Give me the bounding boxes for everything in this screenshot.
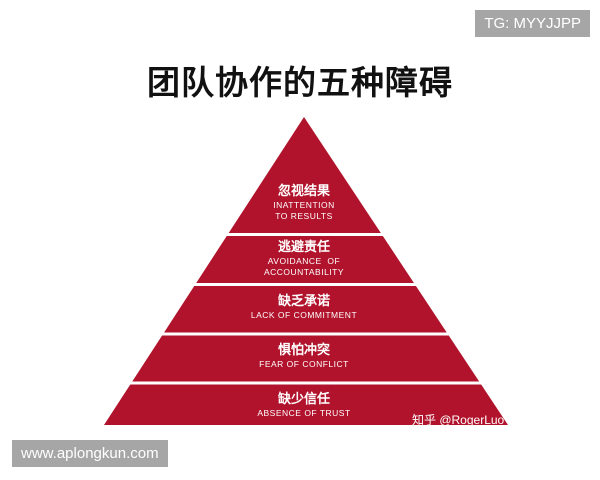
layer-cn-label: 逃避责任 — [277, 240, 330, 255]
pyramid-shape — [104, 117, 508, 425]
watermark-top: TG: MYYJJPP — [475, 10, 590, 37]
layer-cn-label: 缺乏承诺 — [277, 294, 330, 309]
layer-fear-of-conflict: 惧怕冲突 FEAR OF CONFLICT — [154, 343, 454, 370]
layer-absence-of-trust: 缺少信任 ABSENCE OF TRUST — [154, 392, 454, 419]
credit-watermark: 知乎 @RogerLuo — [412, 413, 505, 427]
watermark-bottom: www.aplongkun.com — [12, 440, 168, 467]
layer-inattention-to-results: 忽视结果 INATTENTION TO RESULTS — [154, 184, 454, 222]
layer-en-label: FEAR OF CONFLICT — [259, 359, 349, 369]
layer-en-label: ABSENCE OF TRUST — [257, 408, 351, 418]
layer-en-label: ACCOUNTABILITY — [263, 267, 345, 277]
layer-separators — [100, 233, 510, 385]
layer-cn-label: 忽视结果 — [277, 184, 330, 199]
layer-cn-label: 惧怕冲突 — [277, 343, 330, 358]
layer-avoidance-of-accountability: 逃避责任 AVOIDANCE OF ACCOUNTABILITY — [154, 240, 454, 278]
page-title: 团队协作的五种障碍 — [147, 63, 453, 102]
layer-cn-label: 缺少信任 — [277, 392, 330, 407]
layer-en-label: INATTENTION — [273, 200, 335, 210]
layer-en-label: AVOIDANCE OF — [267, 256, 341, 266]
layer-en-label: LACK OF COMMITMENT — [250, 310, 358, 320]
layer-en-label: TO RESULTS — [275, 211, 333, 221]
layer-lack-of-commitment: 缺乏承诺 LACK OF COMMITMENT — [154, 294, 454, 321]
